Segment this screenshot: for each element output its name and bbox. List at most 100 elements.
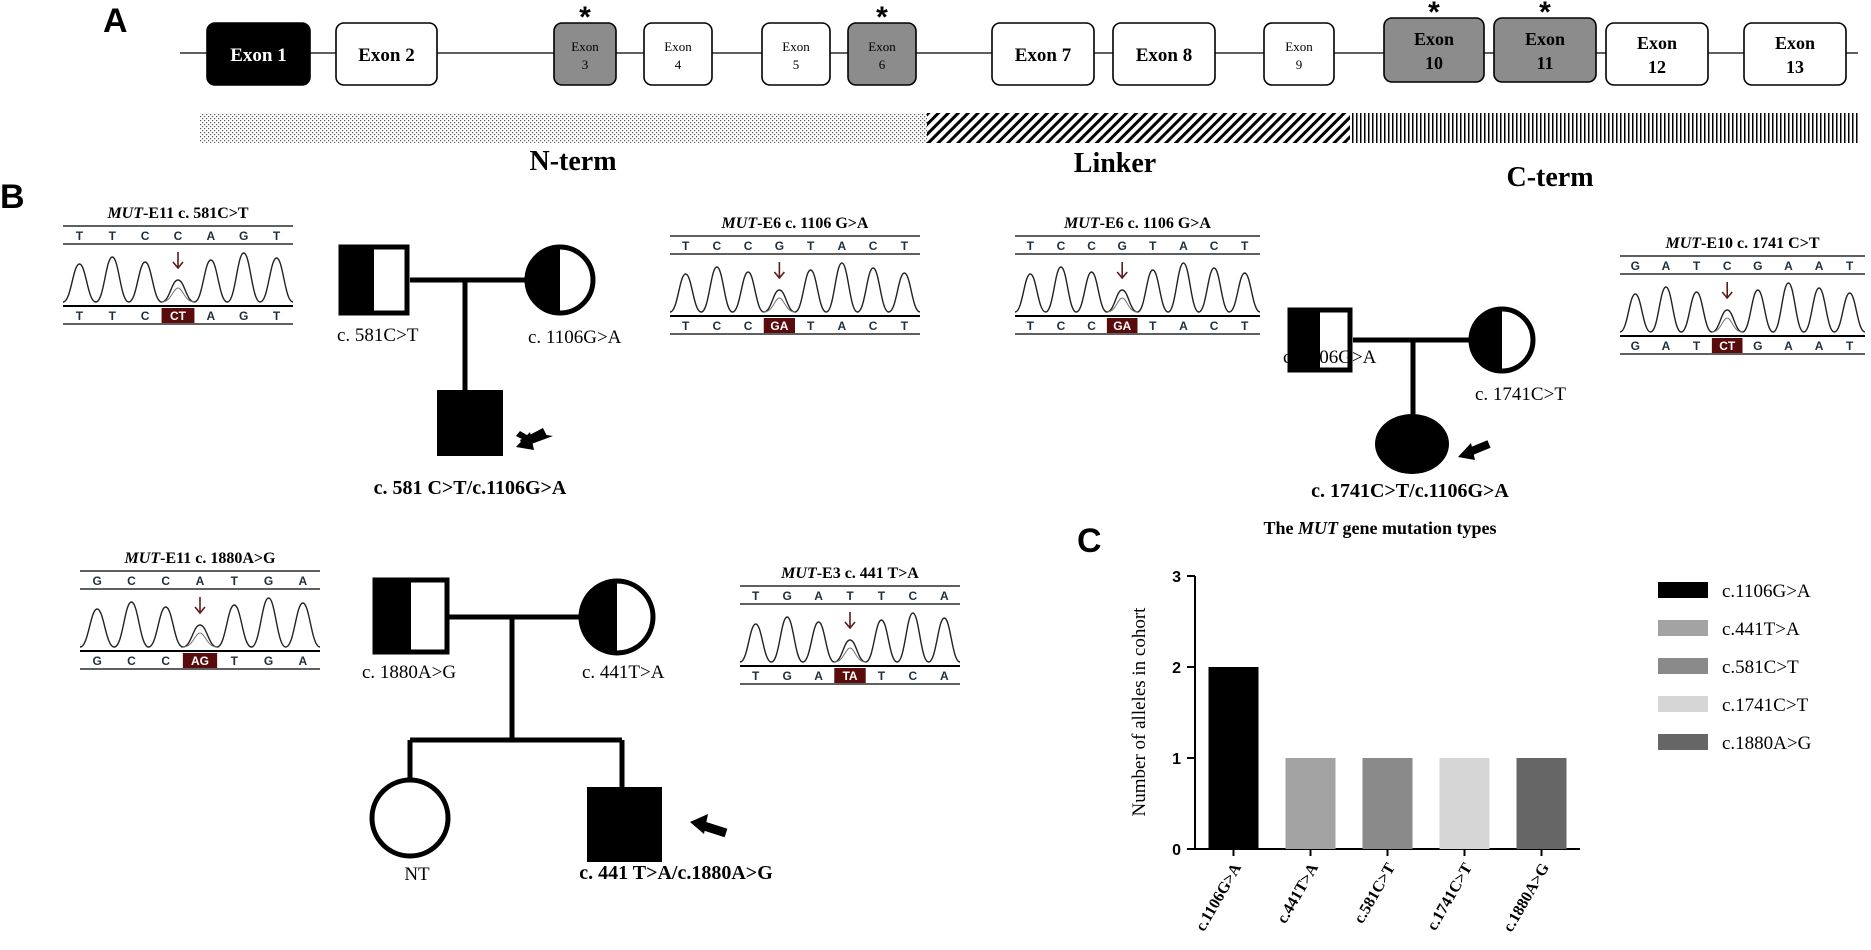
base-letter: C xyxy=(127,654,136,668)
father-carrier-square xyxy=(1287,307,1353,373)
chromatogram-peaks xyxy=(1014,262,1261,313)
x-tick-label: c.581C>T xyxy=(1351,860,1399,926)
base-letter: C xyxy=(869,319,878,333)
exon-label: Exon xyxy=(868,39,896,54)
bar xyxy=(1285,758,1336,849)
base-letter: C xyxy=(174,229,183,243)
y-tick-label: 0 xyxy=(1172,842,1181,859)
base-letter: A xyxy=(1179,319,1188,333)
exon-number: 13 xyxy=(1786,57,1804,77)
linker-domain-bar xyxy=(927,113,1350,143)
base-letter: T xyxy=(1241,319,1249,333)
base-letter: T xyxy=(231,574,239,588)
pedigree-family-3: c. 1880A>G c. 441T>A NT c. 441 T>A/c.188… xyxy=(362,577,773,885)
panel-label-b: B xyxy=(0,178,25,216)
base-letter: C xyxy=(909,589,918,603)
base-letter: T xyxy=(1693,339,1701,353)
bar xyxy=(1362,758,1413,849)
chromatogram-peaks xyxy=(1619,282,1866,333)
heterozygous-peak xyxy=(1711,317,1743,333)
base-letter: A xyxy=(207,309,216,323)
father-carrier-square xyxy=(338,244,410,316)
exon-8: Exon 8 xyxy=(1112,22,1216,86)
chromatogram-peaks xyxy=(739,612,961,663)
base-letter: T xyxy=(1846,259,1854,273)
affected-proband-square xyxy=(437,390,503,456)
base-letter: C xyxy=(1087,319,1096,333)
x-tick-label: c.1106G>A xyxy=(1193,860,1246,934)
base-letter: T xyxy=(682,239,690,253)
exon-number: 9 xyxy=(1296,57,1303,72)
mutant-bases: TA xyxy=(842,669,857,683)
base-letter: A xyxy=(299,654,308,668)
exon-number: 10 xyxy=(1425,53,1443,73)
mutation-highlight xyxy=(1106,318,1138,333)
exon-13: Exon 13 xyxy=(1743,22,1847,86)
legend-label: c.581C>T xyxy=(1722,657,1799,678)
legend-swatch xyxy=(1658,582,1708,598)
base-letter: A xyxy=(814,669,823,683)
panel-label-a: A xyxy=(103,2,128,40)
trace-title: MUT-E6 c. 1106 G>A xyxy=(721,215,869,232)
base-letter: G xyxy=(782,589,791,603)
base-letter: T xyxy=(752,669,760,683)
base-letter: T xyxy=(1846,339,1854,353)
base-letter: G xyxy=(264,654,273,668)
base-letter: G xyxy=(264,574,273,588)
trace-title: MUT-E10 c. 1741 C>T xyxy=(1664,235,1819,252)
exon-number: 11 xyxy=(1536,53,1553,73)
base-letter: G xyxy=(1753,339,1762,353)
base-letter: T xyxy=(231,654,239,668)
base-letter: A xyxy=(1815,339,1824,353)
base-letter: C xyxy=(713,239,722,253)
arrowhead-icon xyxy=(690,814,708,834)
base-letter: T xyxy=(76,229,84,243)
mutation-highlight xyxy=(1711,338,1743,353)
mutation-star-icon: * xyxy=(876,1,888,34)
base-letter: A xyxy=(207,229,216,243)
base-letter: T xyxy=(901,319,909,333)
base-letter: T xyxy=(807,319,815,333)
legend-label: c.441T>A xyxy=(1722,619,1800,640)
mutation-highlight xyxy=(834,668,866,683)
base-letter: T xyxy=(878,669,886,683)
exon-label: Exon xyxy=(1775,33,1815,53)
legend-swatch xyxy=(1658,620,1708,636)
mother-carrier-circle xyxy=(578,578,656,656)
base-letter: A xyxy=(299,574,308,588)
mutation-star-icon: * xyxy=(1539,0,1551,29)
base-letter: T xyxy=(109,309,117,323)
proband-genotype: c. 1741C>T/c.1106G>A xyxy=(1311,480,1509,502)
base-letter: A xyxy=(814,589,823,603)
base-letter: T xyxy=(846,589,854,603)
exon-number: 6 xyxy=(879,57,886,72)
base-letter: A xyxy=(1179,239,1188,253)
base-letter: C xyxy=(1210,319,1219,333)
chromatogram-peaks xyxy=(79,597,321,648)
base-letter: T xyxy=(901,239,909,253)
exon-label: Exon 2 xyxy=(358,45,415,66)
panel-label-c: C xyxy=(1077,522,1102,560)
base-letter: C xyxy=(141,309,150,323)
linker-label: Linker xyxy=(1074,148,1156,179)
nterm-label: N-term xyxy=(529,146,616,177)
exon-label: Exon xyxy=(664,39,692,54)
mother-genotype: c. 1106G>A xyxy=(528,327,622,348)
base-letter: C xyxy=(1210,239,1219,253)
mother-carrier-circle xyxy=(524,244,596,316)
y-axis-label: Number of alleles in cohort xyxy=(1129,607,1150,817)
bar xyxy=(1208,667,1259,849)
base-letter: C xyxy=(161,654,170,668)
pedigree-family-2: c. 1106G>A c. 1741C>T c. 1741C>T/c.1106G… xyxy=(1283,306,1566,502)
chart-title: The MUT gene mutation types xyxy=(1263,518,1496,538)
arrowhead-icon xyxy=(1458,443,1475,460)
